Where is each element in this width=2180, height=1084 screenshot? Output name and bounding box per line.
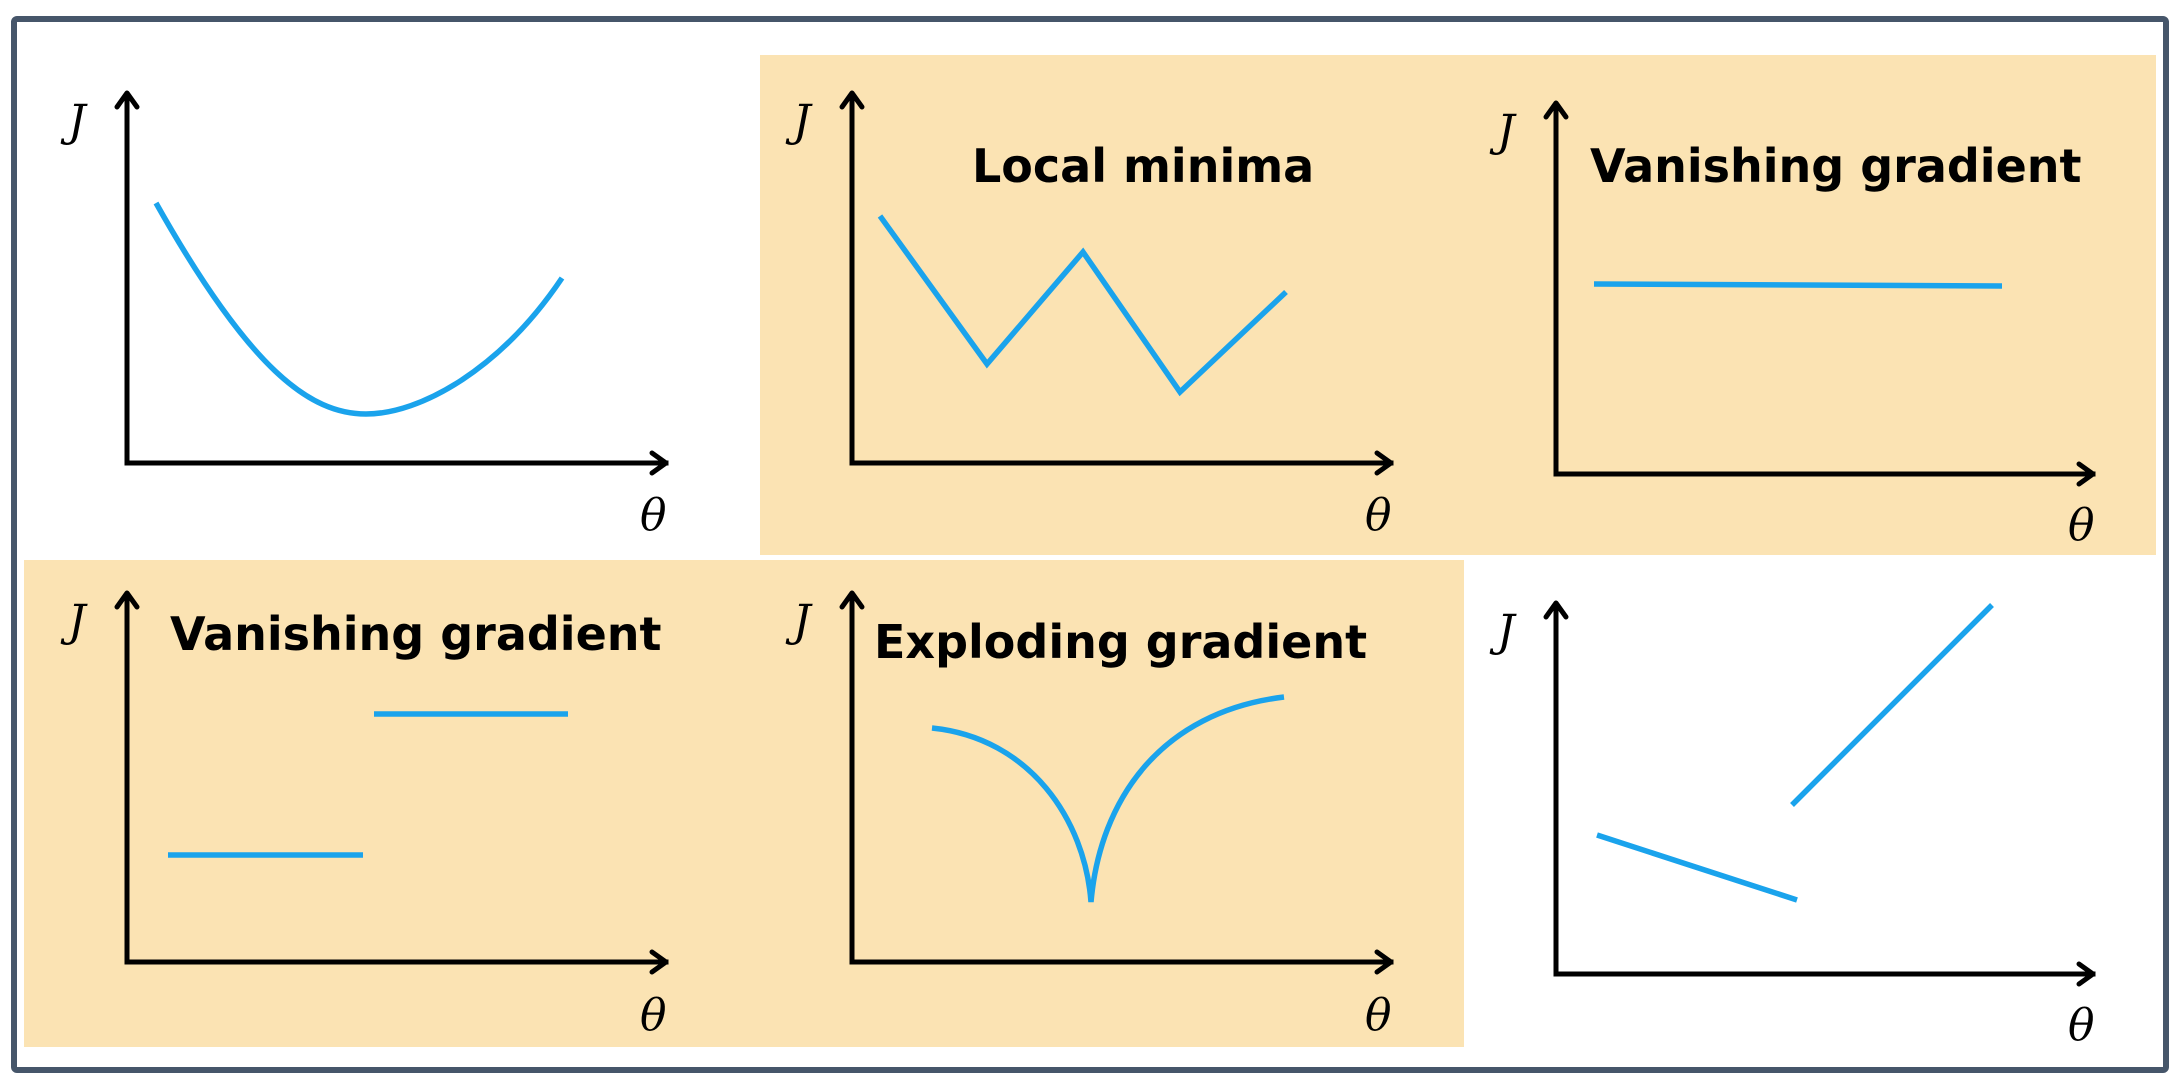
y-axis-arrowhead (839, 590, 865, 610)
y-axis-arrowhead (1543, 100, 1569, 120)
panel-title: Local minima (972, 139, 1314, 193)
y-axis-arrowhead (1543, 600, 1569, 620)
highlight-top-region (760, 55, 2156, 555)
x-axis-arrowhead (649, 450, 669, 476)
x-axis-label: θ (2068, 1000, 2095, 1051)
lower-segment (1596, 832, 1798, 903)
y-axis-arrowhead (114, 90, 140, 110)
x-axis-arrowhead (649, 949, 669, 975)
x-axis-label: θ (1365, 490, 1392, 541)
y-axis-arrowhead (114, 590, 140, 610)
exploding-cusp-curve (931, 694, 1285, 903)
panel-discontinuous: J θ (1489, 600, 2096, 1051)
panel-exploding-gradient: J θ Exploding gradient (785, 590, 1394, 1041)
panel-local-minima: J θ Local minima (785, 90, 1394, 541)
upper-segment (1790, 603, 1994, 807)
x-axis-arrowhead (2076, 961, 2096, 987)
panel-title: Vanishing gradient (1590, 139, 2082, 193)
x-axis-arrowhead (1374, 949, 1394, 975)
local-minima-curve (877, 214, 1288, 397)
x-axis-arrowhead (2076, 461, 2096, 487)
x-axis-arrowhead (1374, 450, 1394, 476)
panel-vanishing-gradient-flat: J θ Vanishing gradient (1489, 100, 2096, 551)
x-axis-label: θ (1365, 990, 1392, 1041)
panel-vanishing-gradient-steps: J θ Vanishing gradient (60, 590, 669, 1041)
panel-title: Exploding gradient (874, 615, 1367, 669)
x-axis-label: θ (640, 990, 667, 1041)
panel-title: Vanishing gradient (170, 607, 662, 661)
highlight-bottom-region (24, 560, 1464, 1047)
x-axis-label: θ (640, 490, 667, 541)
y-axis-arrowhead (839, 90, 865, 110)
flat-line (1593, 281, 2003, 289)
x-axis-label: θ (2068, 500, 2095, 551)
convex-curve (153, 201, 565, 417)
